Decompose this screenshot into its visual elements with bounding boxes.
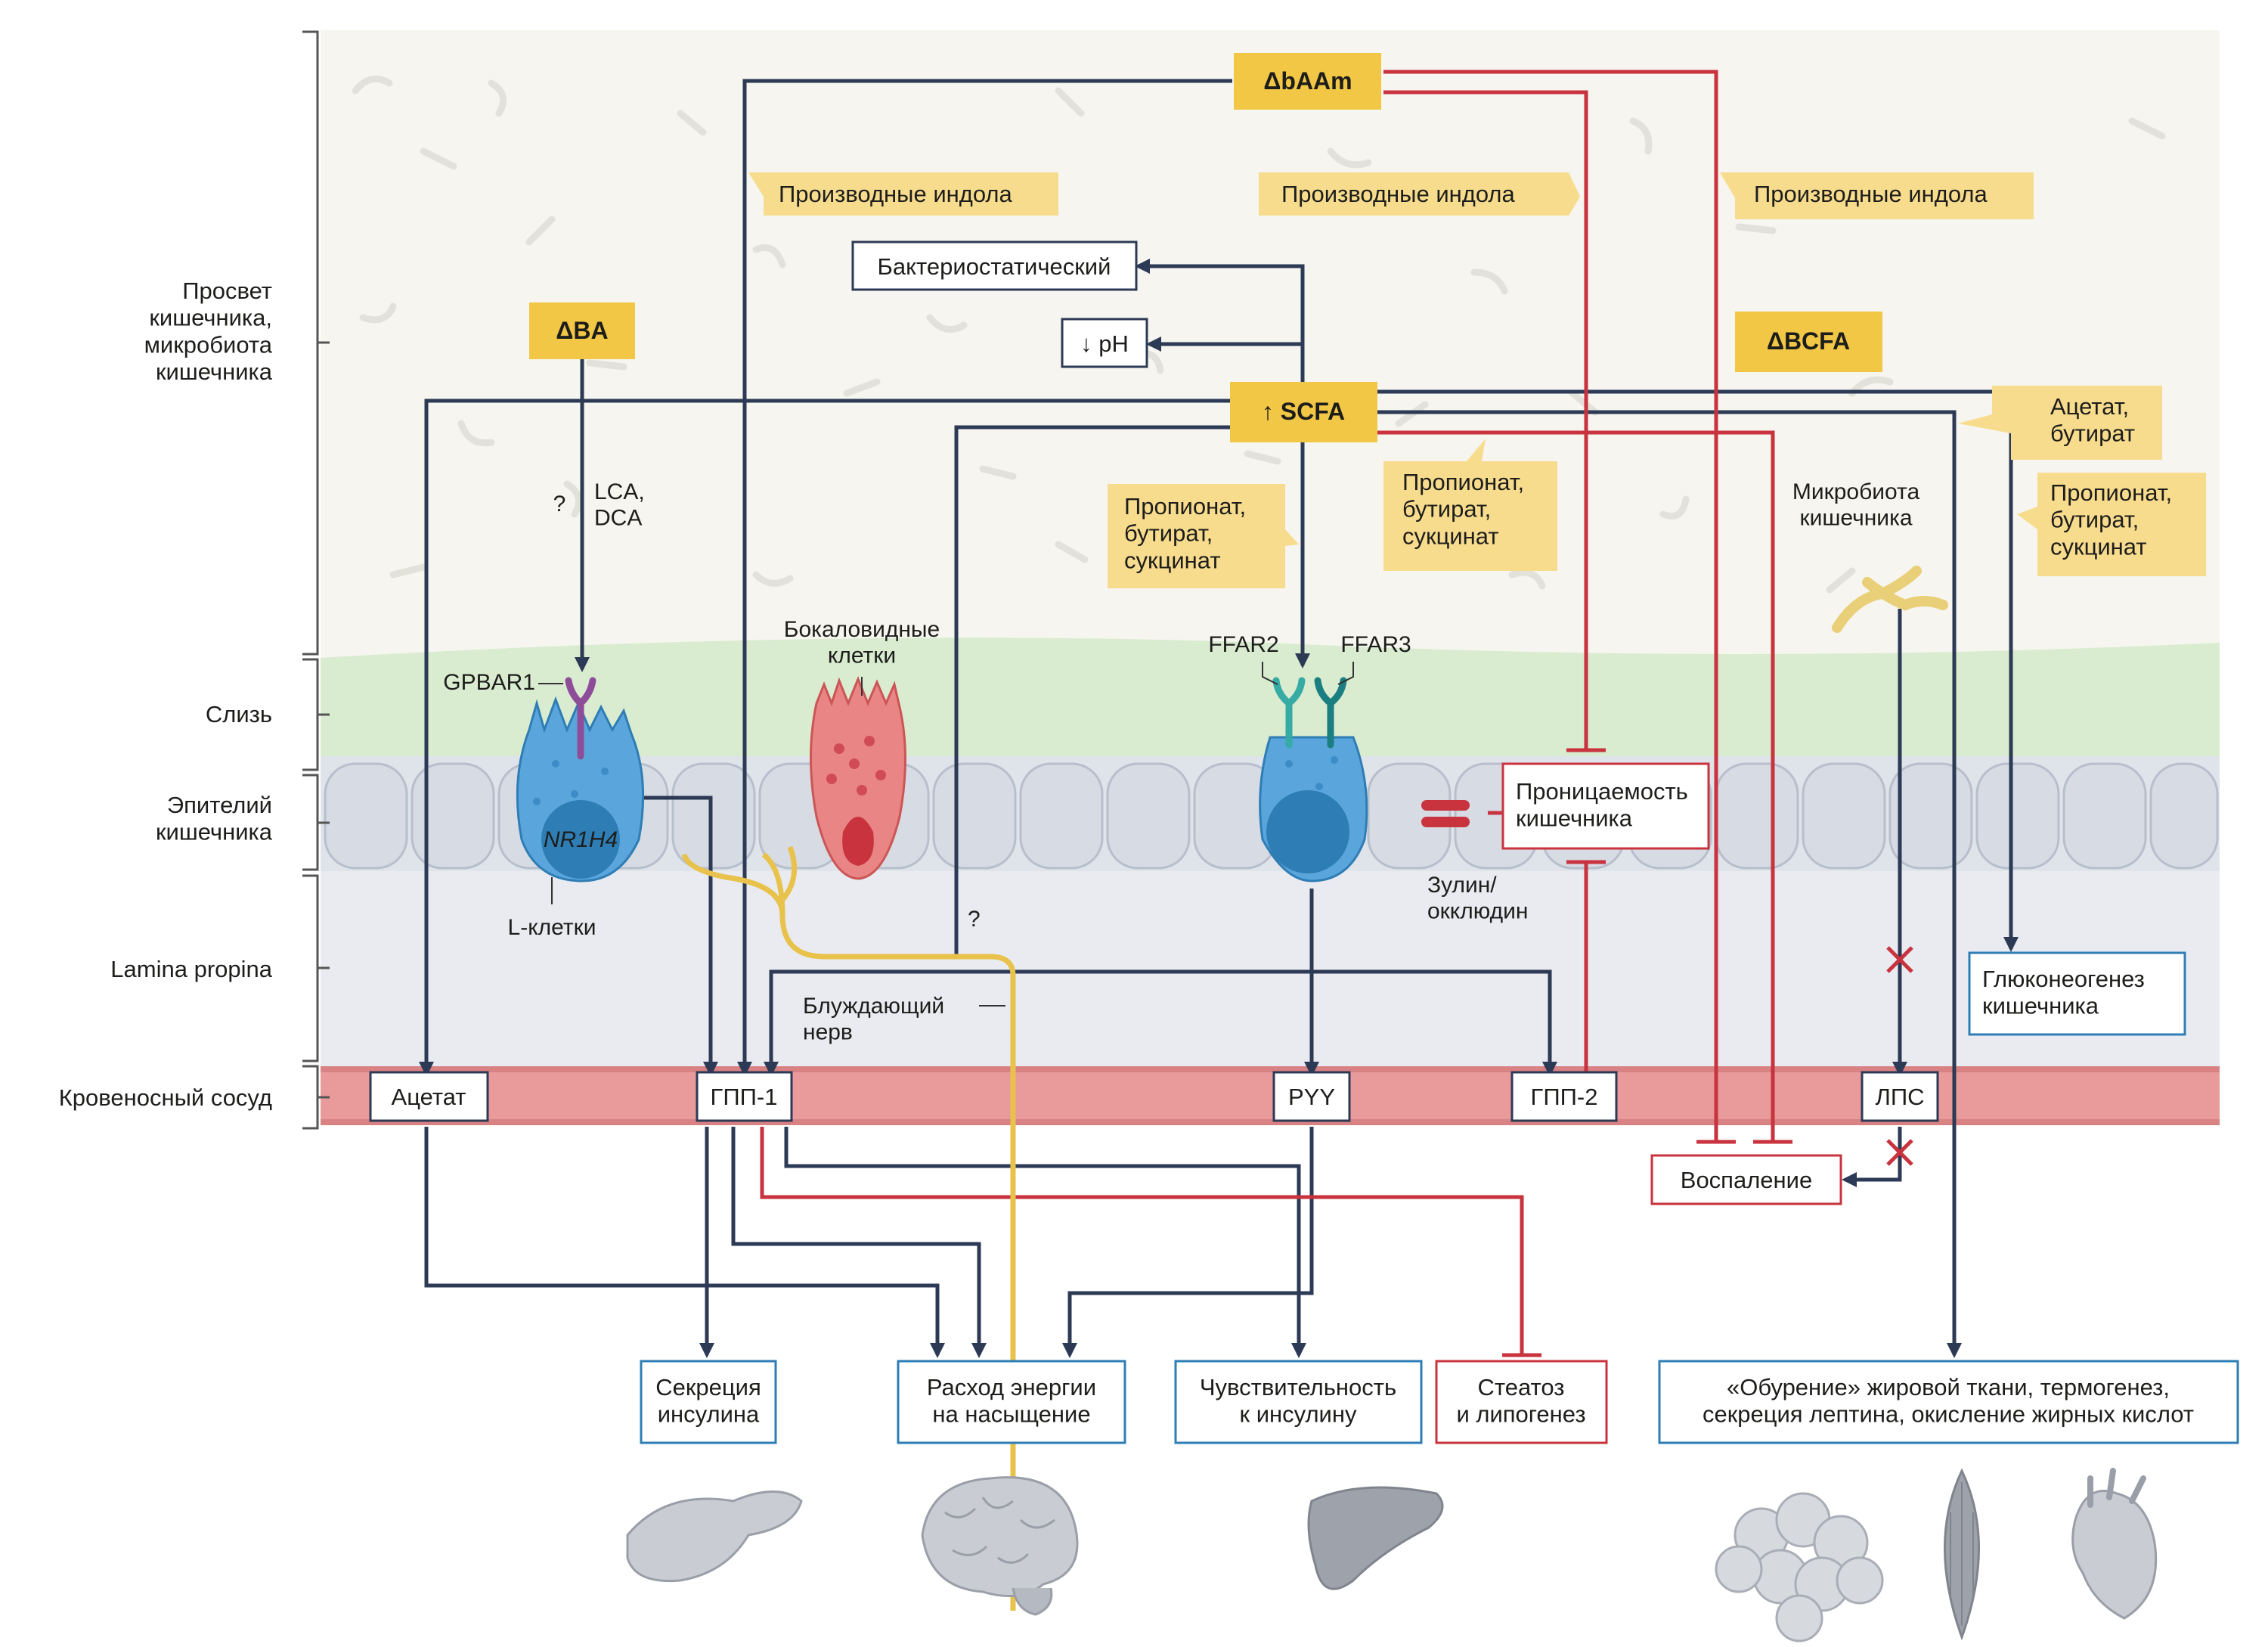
tight-junction-icon — [1421, 800, 1470, 827]
goblet-cell — [810, 676, 906, 880]
indole-tag-1: Производные индола — [779, 181, 1012, 207]
vessel-boxes: Ацетат ГПП-1 PYY ГПП-2 ЛПС — [369, 1071, 1939, 1122]
brain-icon — [921, 1476, 1079, 1616]
ffar3-label: FFAR3 — [1340, 632, 1411, 657]
layer-label-lamina: Lamina propina — [110, 956, 272, 982]
red-inhibition-pathways — [760, 70, 1913, 1357]
enteroendocrine-cell — [1259, 736, 1368, 882]
glp1-box-label: ГПП-1 — [711, 1084, 778, 1110]
nr1h4-label: NR1H4 — [544, 827, 618, 852]
pancreas-icon — [626, 1490, 803, 1583]
navy-pathways — [419, 79, 2019, 1358]
propionate-tag-1: Пропионат,бутират,сукцинат — [1124, 493, 1246, 573]
indole-tag-2: Производные индола — [1281, 181, 1515, 207]
lca-dca-label: LCA,DCA — [594, 479, 645, 531]
layer-brackets — [302, 30, 330, 1130]
microbiota-icon — [1832, 566, 1948, 633]
inflammation-label: Воспаление — [1681, 1167, 1812, 1193]
ffar2-label: FFAR2 — [1208, 632, 1278, 657]
propionate-tag-2: Пропионат,бутират,сукцинат — [1402, 469, 1524, 549]
scfa-label: ↑ SCFA — [1262, 398, 1345, 425]
blood-vessel-edge-bottom — [321, 1119, 2220, 1125]
zulin-label: Зулин/окклюдин — [1427, 873, 1528, 924]
question-mark-1: ? — [553, 492, 566, 516]
blood-vessel-edge — [321, 1066, 2220, 1072]
bacteriostatic-label: Бактериостатический — [878, 253, 1111, 280]
ffar-receptors — [1272, 677, 1347, 749]
baam-label: ΔbAAm — [1263, 67, 1352, 95]
acetate-butyrate-tag: Ацетат,бутират — [2050, 393, 2135, 447]
question-mark-2: ? — [968, 907, 981, 932]
inflammation-box: Воспаление — [1650, 1154, 1842, 1205]
metabolite-headers: ΔbAAm ΔBA ↑ SCFA ΔBCFA — [529, 53, 1882, 442]
vagus-nerve — [681, 845, 1016, 1611]
indole-tag-3: Производные индола — [1754, 181, 1988, 207]
ffar3-leader — [1337, 662, 1354, 685]
lps-box-label: ЛПС — [1875, 1084, 1924, 1110]
gpbar1-label: GPBAR1 — [443, 670, 535, 695]
ffar2-leader — [1262, 662, 1278, 685]
lumen-boxes: Бактериостатический ↓ pH — [851, 240, 1148, 368]
gpbar1-receptor — [565, 677, 596, 760]
mucus-band — [321, 637, 2220, 786]
metabolite-tags: Производные индола Производные индола Пр… — [748, 172, 2206, 588]
glp2-box-label: ГПП-2 — [1531, 1084, 1598, 1110]
propionate-tag-3: Пропионат,бутират,сукцинат — [2050, 479, 2172, 560]
muscle-icon — [1944, 1468, 1980, 1641]
layer-label-vessel: Кровеносный сосуд — [59, 1084, 272, 1111]
ph-label: ↓ pH — [1080, 330, 1129, 357]
adipose-icon — [1715, 1492, 1884, 1642]
heart-icon — [2071, 1468, 2158, 1620]
lamina-band — [321, 871, 2220, 1066]
bcfa-label: ΔBCFA — [1767, 327, 1850, 355]
browning-label: «Обурение» жировой ткани, термогенез,сек… — [1703, 1374, 2194, 1428]
liver-icon — [1307, 1486, 1444, 1590]
l-cell — [516, 696, 645, 882]
acetate-box-label: Ацетат — [392, 1084, 466, 1110]
ba-label: ΔBA — [556, 317, 608, 344]
layer-label-mucus: Слизь — [206, 701, 272, 727]
pyy-box-label: PYY — [1288, 1084, 1335, 1110]
l-cells-label: L-клетки — [508, 915, 596, 940]
